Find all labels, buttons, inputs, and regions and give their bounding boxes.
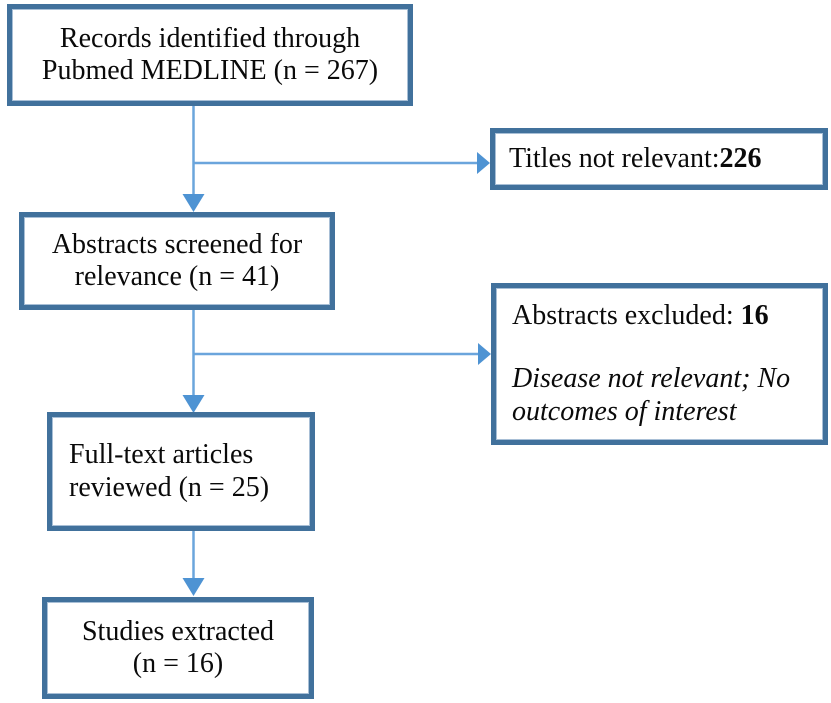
titles-excluded-text: Titles not relevant:226	[509, 143, 823, 175]
fulltext-line2: reviewed (n = 25)	[69, 471, 270, 503]
titles-excluded-count: 226	[719, 142, 762, 174]
abstracts-excluded-text: Abstracts excluded: 16	[512, 300, 813, 332]
arrow-abstracts-to-fulltext	[182, 310, 205, 413]
titles-not-relevant-box: Titles not relevant:226	[490, 128, 828, 190]
arrow-fulltext-to-extracted	[182, 531, 205, 596]
abstracts-line2: relevance (n = 41)	[74, 261, 280, 292]
arrow-records-to-abstracts	[182, 105, 205, 212]
extracted-line2: (n = 16)	[132, 648, 224, 679]
abstracts-excluded-reason: Disease not relevant; No outcomes of int…	[512, 363, 791, 427]
arrow-to-titles-excluded	[192, 152, 490, 174]
fulltext-line1: Full-text articles	[69, 439, 254, 471]
extracted-line1: Studies extracted	[81, 615, 275, 647]
records-line1: Records identified through	[59, 22, 361, 54]
studies-extracted-box: Studies extracted (n = 16)	[42, 597, 314, 699]
abstracts-line1: Abstracts screened for	[51, 228, 303, 260]
abstracts-excluded-label: Abstracts excluded:	[512, 300, 741, 331]
fulltext-reviewed-box: Full-text articles reviewed (n = 25)	[47, 412, 315, 531]
records-identified-box: Records identified through Pubmed MEDLIN…	[7, 4, 413, 106]
titles-excluded-label: Titles not relevant:	[509, 142, 720, 174]
records-line2: Pubmed MEDLINE (n = 267)	[41, 55, 379, 86]
abstracts-excluded-count: 16	[740, 300, 769, 331]
arrow-to-abstracts-excluded	[192, 343, 491, 365]
abstracts-excluded-box: Abstracts excluded: 16 Disease not relev…	[491, 283, 828, 445]
abstracts-screened-box: Abstracts screened for relevance (n = 41…	[19, 212, 335, 310]
